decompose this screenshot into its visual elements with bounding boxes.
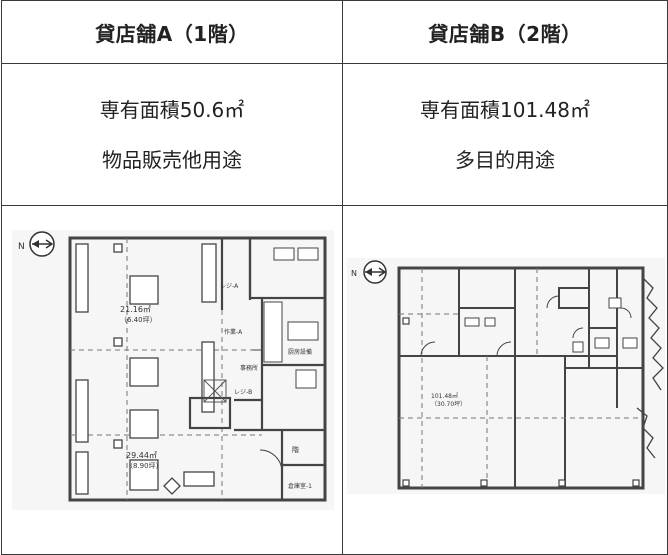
use-text-store-a: 物品販売他用途 xyxy=(102,147,242,172)
label-sub: 倉庫室-1 xyxy=(288,482,312,490)
header-row: 貸店舗A（1階） 貸店舗B（2階） xyxy=(1,0,668,64)
compass-label-b: N xyxy=(351,269,357,278)
area-text-store-b: 専有面積101.48㎡ xyxy=(420,97,590,122)
room-area-upper: 21.16㎡ xyxy=(120,305,151,314)
label-stair: 階 xyxy=(292,445,299,454)
room-area-lower-tsubo: （8.90坪） xyxy=(126,462,163,470)
floor-plan-store-a: N xyxy=(12,230,334,510)
area-text-store-a: 専有面積50.6㎡ xyxy=(99,97,245,122)
label-storage: 事務所 xyxy=(240,364,258,372)
info-cell-store-b: 専有面積101.48㎡ 多目的用途 xyxy=(342,63,668,206)
plan-cell-store-b: N xyxy=(342,205,668,555)
floor-plan-store-b: N xyxy=(347,258,665,494)
header-store-a: 貸店舗A（1階） xyxy=(1,0,343,64)
plan-row: N xyxy=(1,205,668,555)
room-area-main-tsubo: （30.70坪） xyxy=(431,400,466,408)
info-row: 専有面積50.6㎡ 物品販売他用途 専有面積101.48㎡ 多目的用途 xyxy=(1,63,668,206)
label-reg-a: レジ-A xyxy=(220,283,239,290)
info-cell-store-a: 専有面積50.6㎡ 物品販売他用途 xyxy=(1,63,343,206)
room-area-lower: 29.44㎡ xyxy=(126,451,157,460)
compass-icon xyxy=(363,260,387,284)
plan-cell-store-a: N xyxy=(1,205,343,555)
header-store-b: 貸店舗B（2階） xyxy=(342,0,668,64)
label-reg-b: レジ-B xyxy=(234,389,252,396)
label-kitchen: 厨房設備 xyxy=(288,348,312,356)
use-text-store-b: 多目的用途 xyxy=(455,147,555,172)
room-area-main: 101.48㎡ xyxy=(431,392,458,400)
compass-label: N xyxy=(18,242,25,252)
label-counter: 作業-A xyxy=(224,328,243,336)
room-area-upper-tsubo: （6.40坪） xyxy=(120,316,157,324)
compass-icon xyxy=(29,231,55,257)
